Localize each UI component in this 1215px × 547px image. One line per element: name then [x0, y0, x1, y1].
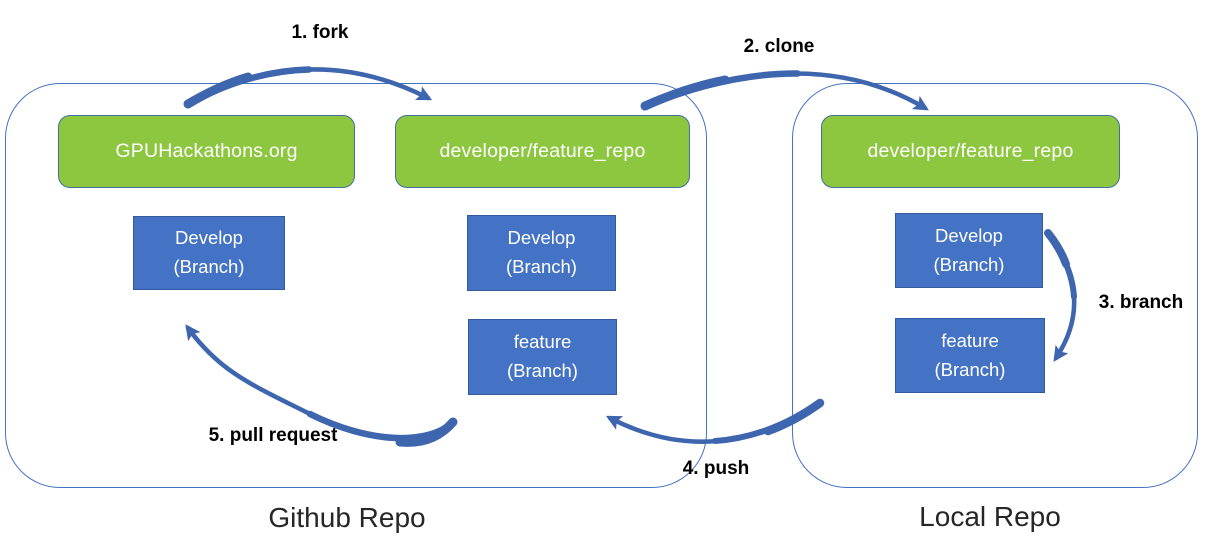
step-label-push: 4. push [682, 458, 750, 479]
local-repo-container [792, 83, 1198, 488]
branch-type: (Branch) [506, 256, 577, 277]
github-repo-caption: Github Repo [268, 502, 426, 533]
step-label-branch: 3. branch [1098, 292, 1184, 313]
branch-box-upstream-develop: Develop (Branch) [133, 216, 285, 290]
repo-box-upstream-label: GPUHackathons.org [115, 140, 298, 162]
repo-box-local-clone-label: developer/feature_repo [867, 140, 1074, 162]
branch-box-fork-develop: Develop (Branch) [467, 215, 616, 291]
repo-box-local-clone: developer/feature_repo [821, 115, 1120, 188]
branch-name: feature [941, 329, 999, 351]
branch-name: Develop [507, 227, 576, 249]
branch-type: (Branch) [934, 358, 1006, 380]
repo-box-github-fork: developer/feature_repo [395, 115, 690, 188]
step-label-clone: 2. clone [743, 36, 815, 57]
repo-box-github-fork-label: developer/feature_repo [439, 140, 646, 162]
step-label-fork: 1. fork [291, 22, 349, 43]
branch-type: (Branch) [507, 360, 578, 381]
branch-type: (Branch) [173, 256, 245, 277]
branch-name: feature [513, 331, 572, 353]
local-repo-caption: Local Repo [919, 501, 1061, 532]
branch-box-local-feature: feature (Branch) [895, 318, 1045, 393]
branch-name: Develop [935, 224, 1003, 246]
branch-box-local-develop: Develop (Branch) [895, 213, 1043, 288]
repo-box-upstream: GPUHackathons.org [58, 115, 355, 188]
branch-type: (Branch) [933, 253, 1005, 275]
branch-name: Develop [175, 227, 243, 249]
step-label-pull-request: 5. pull request [208, 425, 338, 446]
branch-box-fork-feature: feature (Branch) [468, 319, 617, 395]
